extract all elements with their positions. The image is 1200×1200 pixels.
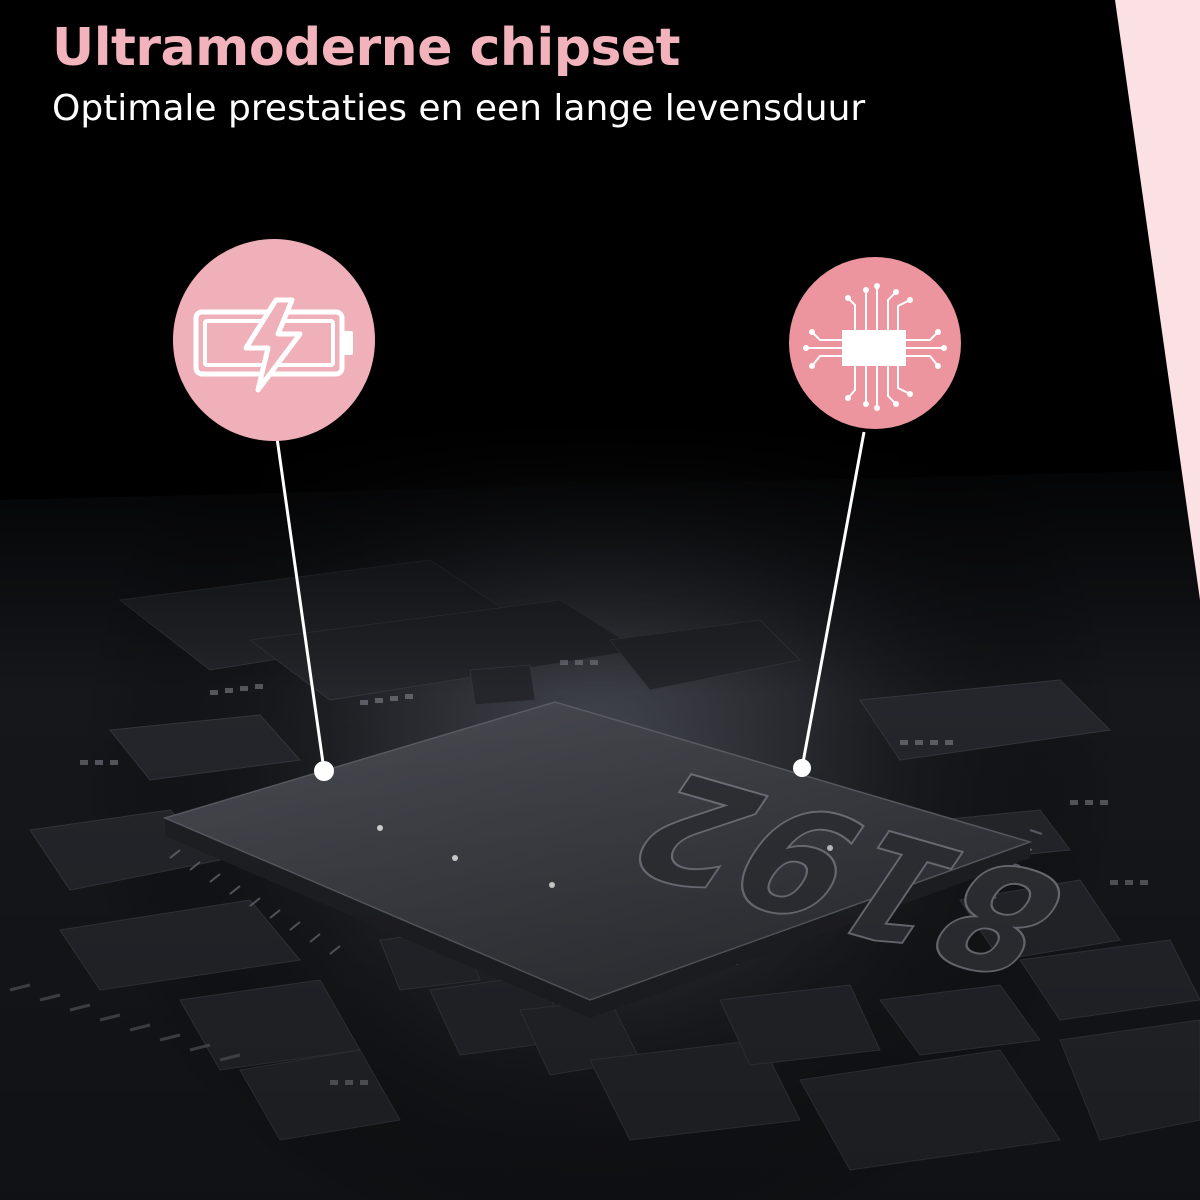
chip-callout-line [800, 431, 866, 769]
corner-accent [1115, 0, 1200, 600]
battery-callout-dot [314, 761, 334, 781]
chip-callout-dot [793, 759, 811, 777]
page-subtitle: Optimale prestaties en een lange levensd… [52, 88, 866, 129]
processor-circuit-icon [806, 286, 944, 408]
battery-callout [173, 239, 375, 441]
processor-callout [789, 257, 961, 429]
page-title: Ultramoderne chipset [52, 18, 681, 78]
battery-charging-icon [193, 297, 353, 393]
battery-callout-line [275, 437, 326, 771]
